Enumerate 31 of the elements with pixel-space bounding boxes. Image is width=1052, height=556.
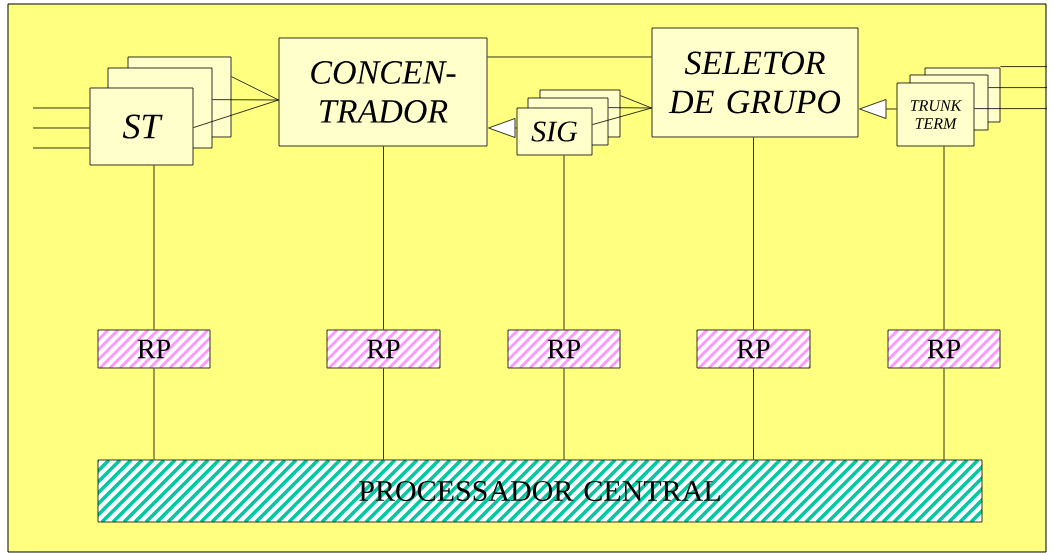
- stacked-module-boxes: ST: [89, 56, 232, 166]
- connector-line: [383, 368, 384, 460]
- line: [1000, 66, 1048, 67]
- connector-line: [753, 368, 754, 460]
- processor-box: RP: [696, 329, 811, 369]
- module-box: SELETOR DE GRUPO: [651, 27, 859, 138]
- connector-line: [943, 368, 945, 460]
- processor-box: RP: [326, 329, 441, 369]
- fan-lines: [592, 95, 652, 125]
- arrow: [488, 118, 517, 138]
- processor-box: RP: [507, 329, 621, 369]
- connector-line: [383, 146, 384, 330]
- connector-line: [153, 165, 155, 330]
- connector-line: [943, 146, 945, 330]
- fan-lines: [193, 76, 279, 128]
- processor-box: RP: [97, 329, 211, 369]
- stacked-module-boxes: SIG: [516, 89, 621, 156]
- processor-box: RP: [887, 329, 1001, 369]
- line: [32, 147, 90, 149]
- line: [32, 107, 90, 109]
- line: [974, 108, 1048, 109]
- connector-line: [487, 56, 652, 58]
- connector-line: [563, 368, 565, 460]
- connector-line: [753, 137, 754, 330]
- arrow: [859, 99, 897, 119]
- line: [32, 127, 90, 129]
- module-box: CONCEN- TRADOR: [278, 37, 488, 147]
- stacked-module-boxes: TRUNK TERM: [896, 67, 1001, 147]
- connector-line: [563, 155, 565, 330]
- connector-line: [153, 368, 155, 460]
- line: [988, 87, 1048, 88]
